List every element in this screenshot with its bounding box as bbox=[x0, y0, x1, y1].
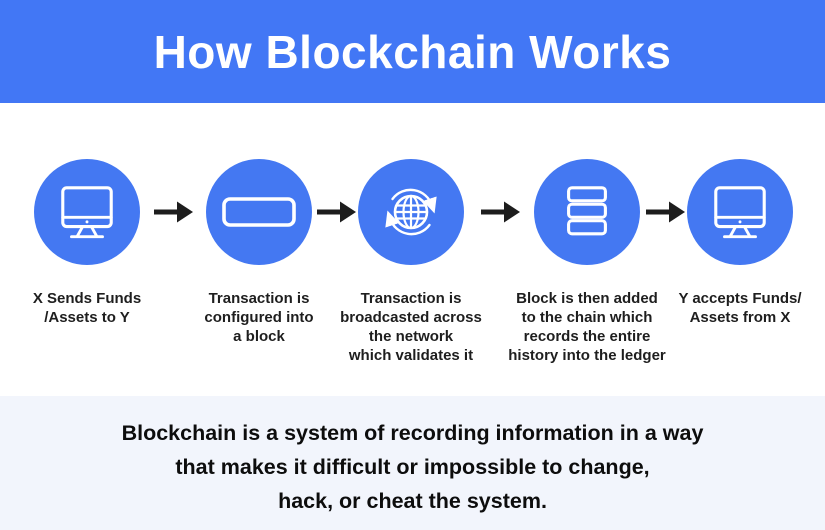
step-caption-add-to-chain: Block is then added to the chain which r… bbox=[508, 290, 666, 364]
right-arrow-icon bbox=[481, 201, 520, 223]
right-arrow-icon bbox=[154, 201, 193, 223]
definition-band: Blockchain is a system of recording info… bbox=[0, 396, 825, 530]
block-icon bbox=[222, 197, 296, 227]
step-circle-add-to-chain bbox=[534, 159, 640, 265]
ledger-stack-icon bbox=[567, 186, 607, 236]
step-circle-broadcast-network bbox=[358, 159, 464, 265]
step-circle-accept-funds bbox=[687, 159, 793, 265]
globe-sync-icon bbox=[385, 188, 437, 236]
step-caption-send-funds: X Sends Funds /Assets to Y bbox=[32, 290, 142, 326]
blockchain-flow-diagram: X Sends Funds /Assets to Y Transaction i… bbox=[0, 103, 825, 396]
step-circle-configure-block bbox=[206, 159, 312, 265]
blockchain-definition-text: Blockchain is a system of recording info… bbox=[121, 421, 704, 513]
desktop-monitor-icon bbox=[61, 186, 113, 239]
right-arrow-icon bbox=[646, 201, 685, 223]
step-circle-send-funds bbox=[34, 159, 140, 265]
header-banner: How Blockchain Works bbox=[0, 0, 825, 103]
right-arrow-icon bbox=[317, 201, 356, 223]
desktop-monitor-icon bbox=[714, 186, 766, 239]
step-caption-broadcast-network: Transaction is broadcasted across the ne… bbox=[340, 290, 482, 364]
step-caption-configure-block: Transaction is configured into a block bbox=[204, 290, 314, 345]
page-title: How Blockchain Works bbox=[153, 25, 672, 78]
step-caption-accept-funds: Y accepts Funds/ Assets from X bbox=[678, 290, 802, 326]
